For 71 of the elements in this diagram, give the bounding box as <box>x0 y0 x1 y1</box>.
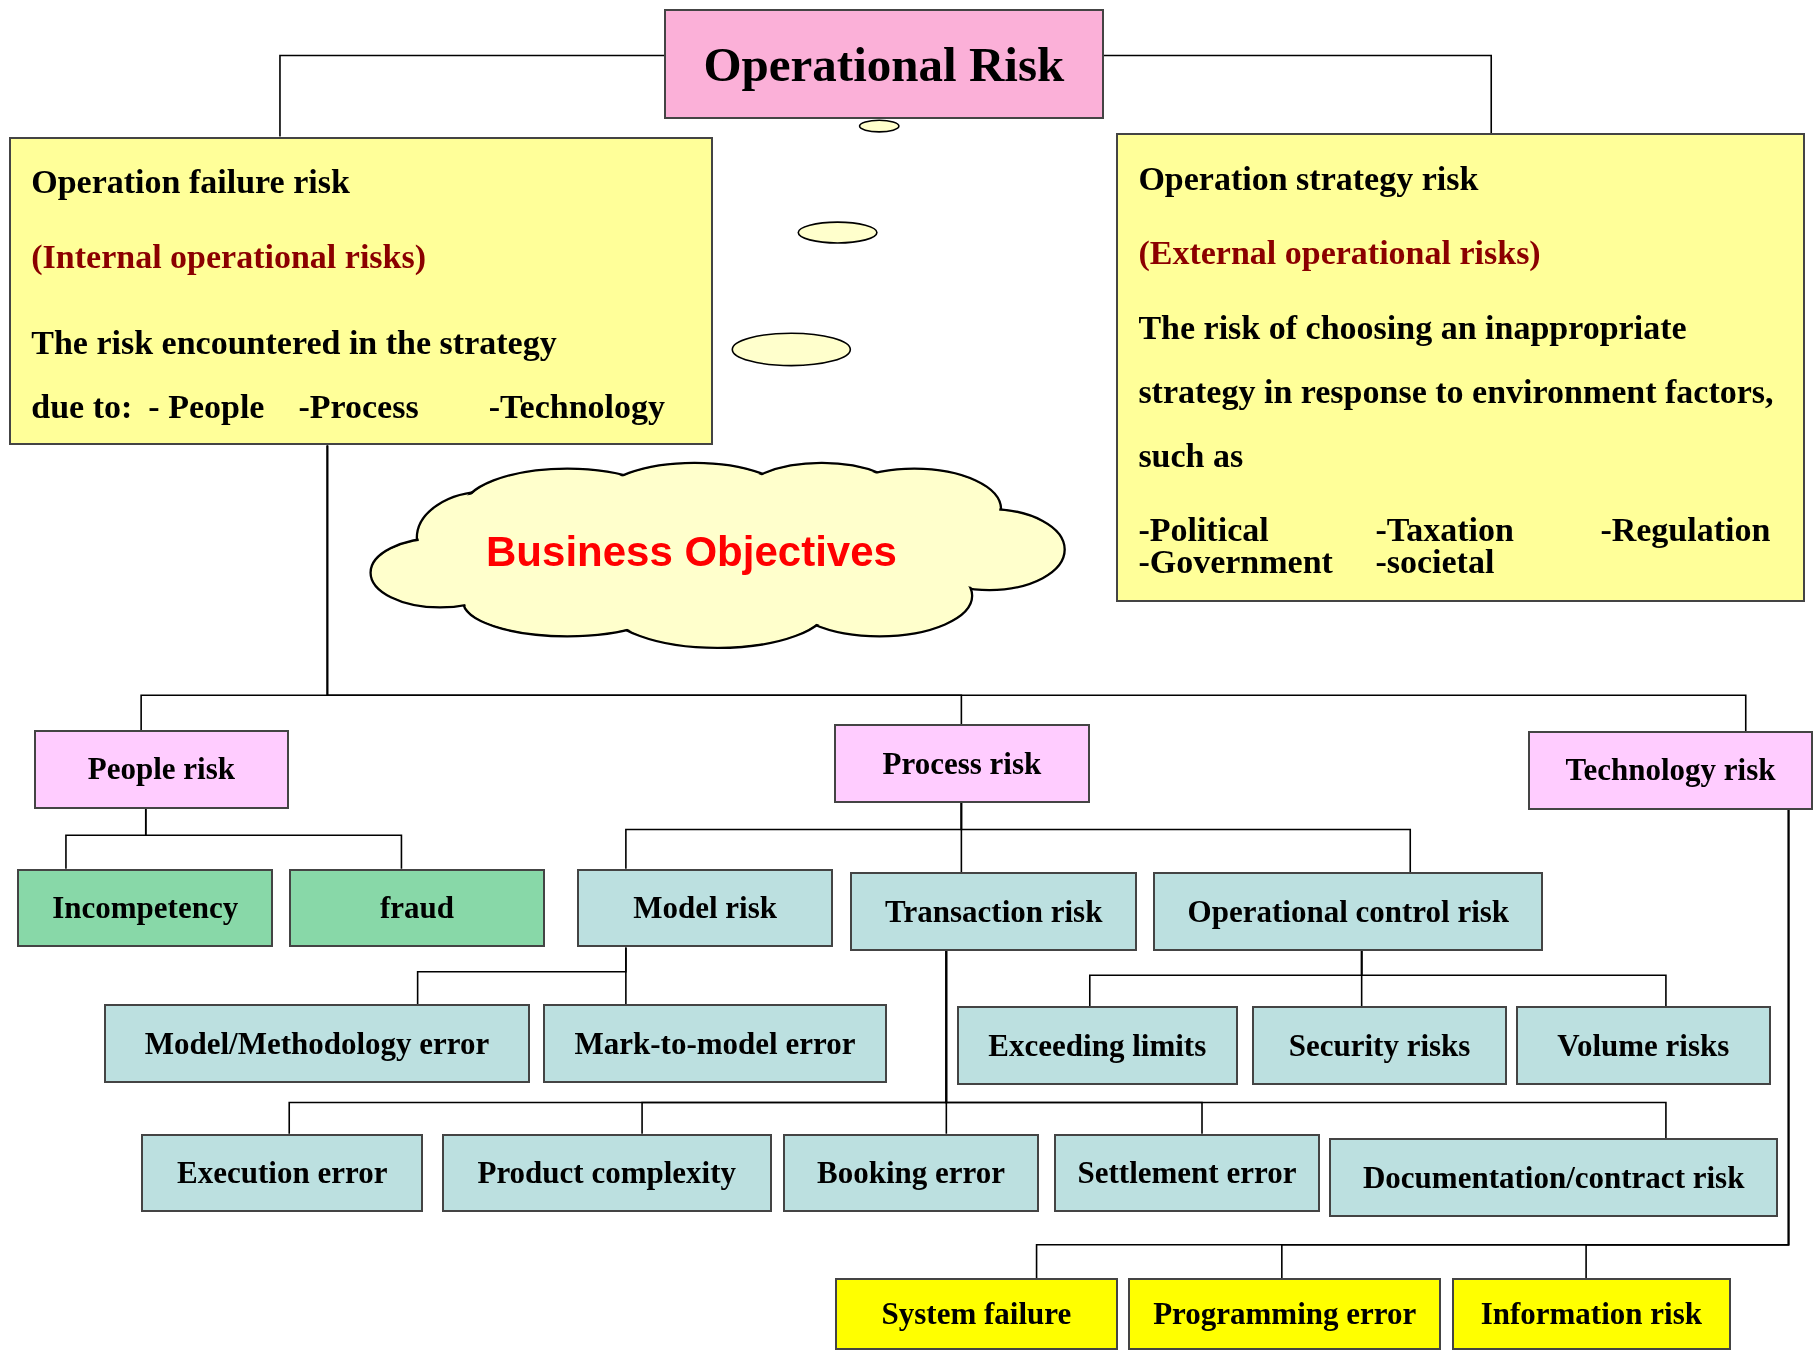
risk-box <box>1153 872 1544 951</box>
list-item: -Regulation <box>1600 514 1772 547</box>
connector-line <box>1102 54 1493 134</box>
risk-box <box>542 1004 888 1083</box>
list-item: -Political <box>1138 514 1270 547</box>
risk-box <box>1528 731 1813 810</box>
list-item: -Process <box>298 386 419 427</box>
connector-line <box>144 807 403 870</box>
panel-heading: Operation failure risk <box>31 161 351 202</box>
connector-line <box>279 54 665 138</box>
list-item: -societal <box>1375 546 1496 579</box>
panel-text: The risk of choosing an inappropriate strategy in response to environment factors, such as <box>1138 308 1775 477</box>
panel-heading: Operation strategy risk <box>1138 159 1480 200</box>
panel-text: The risk encountered in the strategy <box>31 322 558 363</box>
box-label: Execution error <box>177 1155 388 1192</box>
box-label: Model/Methodology error <box>144 1025 490 1062</box>
panel-text: due to: <box>31 386 133 427</box>
box-label: Information risk <box>1480 1296 1702 1333</box>
box-label: Volume risks <box>1557 1027 1730 1064</box>
risk-box <box>441 1133 772 1213</box>
connector-line <box>625 946 627 1005</box>
list-item: - People <box>148 386 265 427</box>
box-label: Transaction risk <box>885 893 1103 930</box>
risk-box <box>33 730 290 809</box>
box-label: Operational Risk <box>703 35 1065 93</box>
cloud-label: Business Objectives <box>486 528 897 577</box>
box-label: Product complexity <box>477 1155 737 1192</box>
risk-box <box>783 1133 1039 1213</box>
connector-line <box>945 950 1667 1140</box>
connector-line <box>326 444 1747 732</box>
risk-box <box>664 9 1104 120</box>
risk-box <box>1251 1006 1508 1086</box>
panel-subheading: (External operational risks) <box>1138 233 1542 274</box>
risk-box <box>835 1278 1118 1351</box>
box-label: Operational control risk <box>1187 893 1510 930</box>
description-panel <box>9 136 713 446</box>
connector-line <box>1360 950 1667 1008</box>
box-label: System failure <box>881 1296 1072 1333</box>
description-panel <box>1116 133 1805 602</box>
risk-box <box>956 1006 1238 1086</box>
box-label: fraud <box>380 890 455 927</box>
box-label: Incompetency <box>52 890 239 927</box>
risk-box <box>850 872 1138 951</box>
list-item: -Technology <box>488 386 665 427</box>
risk-box <box>141 1133 424 1213</box>
connector-line <box>960 802 1412 874</box>
box-label: Process risk <box>882 745 1042 782</box>
risk-box <box>1451 1278 1731 1351</box>
box-label: Documentation/contract risk <box>1362 1159 1745 1196</box>
panel-subheading: (Internal operational risks) <box>31 236 428 277</box>
risk-box <box>1515 1006 1772 1086</box>
list-item: -Taxation <box>1375 514 1515 547</box>
risk-box <box>1053 1133 1320 1213</box>
risk-box <box>834 724 1090 803</box>
list-item: -Government <box>1138 546 1334 579</box>
risk-box <box>1127 1278 1442 1351</box>
box-label: Booking error <box>817 1155 1006 1192</box>
risk-box <box>577 868 833 948</box>
box-label: People risk <box>87 751 235 788</box>
box-label: Exceeding limits <box>988 1027 1207 1064</box>
risk-box <box>289 868 545 948</box>
box-label: Security risks <box>1288 1027 1471 1064</box>
box-label: Model risk <box>633 890 777 927</box>
box-label: Programming error <box>1153 1296 1417 1333</box>
risk-box <box>17 868 273 948</box>
box-label: Mark-to-model error <box>574 1025 856 1062</box>
risk-box <box>104 1004 530 1083</box>
connector-line <box>1585 809 1790 1280</box>
box-label: Technology risk <box>1565 752 1776 789</box>
box-label: Settlement error <box>1077 1155 1297 1192</box>
risk-box <box>1329 1138 1779 1218</box>
